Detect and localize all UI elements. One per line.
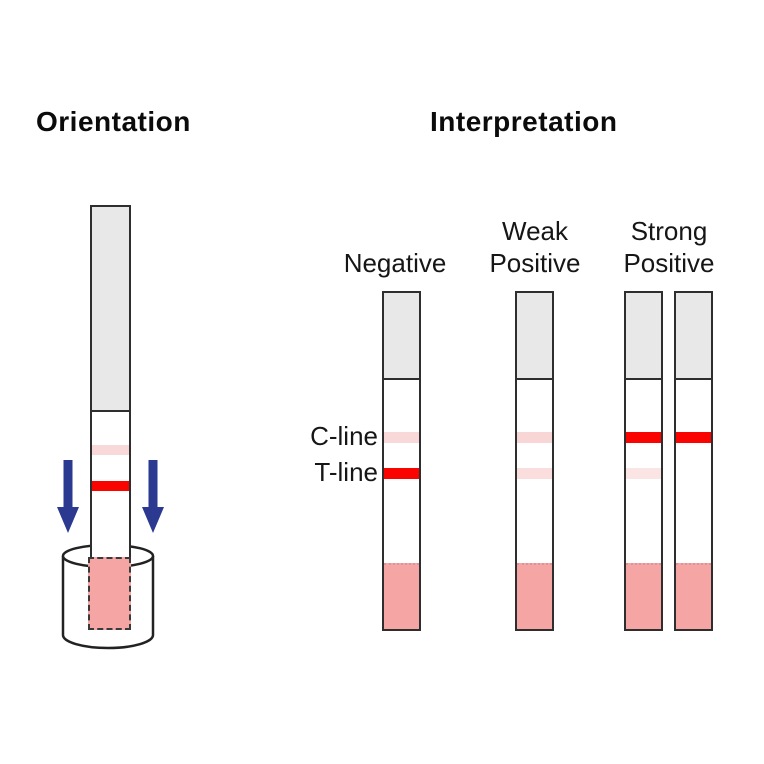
c-line-band <box>626 432 661 443</box>
strip-top-pad <box>384 293 419 380</box>
down-arrow-icon <box>57 460 79 533</box>
column-label-weak-positive: Weak Positive <box>489 216 581 278</box>
down-arrow-shape <box>142 460 164 533</box>
strip-strong-positive-2 <box>674 291 713 631</box>
t-line-band <box>92 481 129 491</box>
strip-top-pad <box>626 293 661 380</box>
t-line-band <box>384 468 419 479</box>
strip-top-pad <box>676 293 711 380</box>
c-line-label: C-line <box>310 421 378 451</box>
down-arrow-icon <box>142 460 164 533</box>
c-line-band <box>92 445 129 455</box>
interpretation-title: Interpretation <box>430 106 618 137</box>
strip-membrane <box>90 412 131 560</box>
strip-membrane <box>676 380 711 563</box>
down-arrow-shape <box>57 460 79 533</box>
strip-sample-pad <box>384 563 419 629</box>
strip-strong-positive-1 <box>624 291 663 631</box>
t-line-label: T-line <box>314 457 378 487</box>
orientation-title: Orientation <box>36 106 191 137</box>
c-line-band <box>676 432 711 443</box>
c-line-band <box>517 432 552 443</box>
strip-weak-positive <box>515 291 554 631</box>
column-label-strong-positive: Strong Positive <box>623 216 715 278</box>
c-line-band <box>384 432 419 443</box>
strip-top-pad <box>90 205 131 412</box>
strip-negative <box>382 291 421 631</box>
strip-top-pad <box>517 293 552 380</box>
t-line-band <box>626 468 661 479</box>
strip-sample-pad-submerged <box>88 557 131 630</box>
column-label-negative: Negative <box>343 248 447 278</box>
strip-sample-pad <box>676 563 711 629</box>
strip-sample-pad <box>626 563 661 629</box>
t-line-band <box>676 468 711 479</box>
strip-sample-pad <box>517 563 552 629</box>
t-line-band <box>517 468 552 479</box>
